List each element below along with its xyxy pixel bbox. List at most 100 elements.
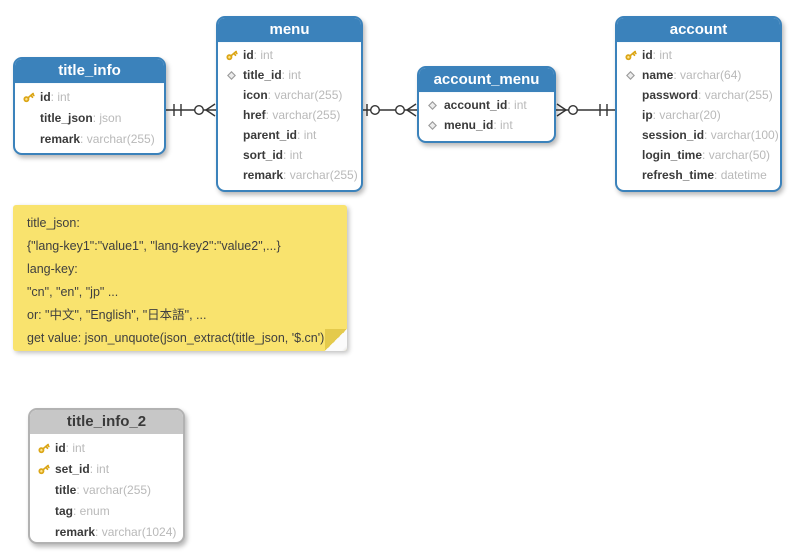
field-type: enum [73, 504, 110, 518]
field-name: remark [40, 131, 81, 146]
note-fold-corner [325, 329, 347, 351]
field-type: int [653, 48, 672, 62]
primary-key-icon [35, 441, 52, 455]
field-name: tag [55, 503, 73, 518]
field-row-id[interactable]: idint [30, 437, 183, 458]
field-type: varchar(64) [673, 68, 741, 82]
field-row-id[interactable]: idint [617, 45, 780, 65]
field-row-tag[interactable]: tagenum [30, 500, 183, 521]
sticky-note[interactable]: title_json: {"lang-key1":"value1", "lang… [13, 205, 347, 351]
field-row-password[interactable]: passwordvarchar(255) [617, 85, 780, 105]
field-row-icon[interactable]: iconvarchar(255) [218, 85, 361, 105]
field-name: id [642, 48, 653, 62]
table-title: menu [269, 21, 310, 38]
field-row-title_id[interactable]: title_idint [218, 65, 361, 85]
note-line: {"lang-key1":"value1", "lang-key2":"valu… [27, 239, 281, 253]
field-name: set_id [55, 461, 90, 476]
table-title_info[interactable]: title_infoidinttitle_jsonjsonremarkvarch… [13, 57, 166, 155]
table-title_info_2-header[interactable]: title_info_2 [30, 410, 183, 435]
field-row-id[interactable]: idint [15, 86, 164, 107]
table-account_menu-header[interactable]: account_menu [419, 68, 554, 93]
field-type: datetime [714, 168, 767, 182]
field-type: varchar(50) [702, 148, 770, 162]
field-row-title[interactable]: titlevarchar(255) [30, 479, 183, 500]
field-row-menu_id[interactable]: menu_idint [419, 115, 554, 135]
table-title_info_2[interactable]: title_info_2idintset_idinttitlevarchar(2… [28, 408, 185, 544]
field-type: json [93, 111, 121, 125]
field-name: title [55, 482, 77, 497]
field-type: varchar(1024) [95, 525, 177, 539]
field-type: int [297, 128, 317, 142]
table-title: title_info [58, 62, 121, 79]
table-menu-header[interactable]: menu [218, 18, 361, 43]
field-row-remark[interactable]: remarkvarchar(1024) [30, 521, 183, 542]
field-name: title_json [40, 110, 93, 125]
field-row-title_json[interactable]: title_jsonjson [15, 107, 164, 128]
field-type: varchar(255) [283, 168, 358, 182]
field-name: id [40, 89, 51, 104]
primary-key-icon [223, 48, 240, 62]
field-name: session_id [642, 128, 705, 142]
field-name: remark [243, 168, 284, 182]
field-type: varchar(20) [653, 108, 720, 122]
nullable-column-icon [223, 70, 240, 81]
field-row-name[interactable]: namevarchar(64) [617, 65, 780, 85]
field-name: sort_id [243, 148, 284, 162]
field-type: varchar(255) [698, 88, 773, 102]
field-row-session_id[interactable]: session_idvarchar(100) [617, 125, 780, 145]
field-row-account_id[interactable]: account_idint [419, 95, 554, 115]
field-name: password [642, 88, 699, 102]
field-type: int [51, 90, 70, 104]
field-row-remark[interactable]: remarkvarchar(255) [218, 165, 361, 185]
field-name: account_id [444, 98, 508, 112]
field-name: id [243, 48, 254, 62]
field-row-set_id[interactable]: set_idint [30, 458, 183, 479]
note-line: get value: json_unquote(json_extract(tit… [27, 331, 325, 345]
note-line: title_json: [27, 216, 80, 230]
field-type: varchar(255) [266, 108, 340, 122]
field-type: varchar(255) [76, 483, 151, 497]
table-title_info-body: idinttitle_jsonjsonremarkvarchar(255) [15, 84, 164, 149]
table-title: title_info_2 [66, 413, 147, 430]
connector-title_info-menu[interactable] [166, 103, 216, 117]
field-name: login_time [642, 148, 703, 162]
nullable-column-icon [424, 100, 441, 111]
field-row-ip[interactable]: ipvarchar(20) [617, 105, 780, 125]
field-row-sort_id[interactable]: sort_idint [218, 145, 361, 165]
table-account[interactable]: accountidintnamevarchar(64)passwordvarch… [615, 16, 782, 192]
field-row-refresh_time[interactable]: refresh_timedatetime [617, 165, 780, 185]
nullable-column-icon [424, 120, 441, 131]
field-type: int [493, 118, 513, 132]
primary-key-icon [20, 90, 37, 104]
primary-key-icon [35, 462, 52, 476]
field-name: id [55, 440, 66, 455]
field-row-login_time[interactable]: login_timevarchar(50) [617, 145, 780, 165]
table-menu-body: idinttitle_idinticonvarchar(255)hrefvarc… [218, 43, 361, 185]
field-name: href [243, 108, 266, 122]
field-type: int [283, 148, 303, 162]
field-row-remark[interactable]: remarkvarchar(255) [15, 128, 164, 149]
field-type: int [66, 441, 85, 455]
field-row-id[interactable]: idint [218, 45, 361, 65]
connector-menu-account_menu[interactable] [363, 103, 417, 117]
table-account-header[interactable]: account [617, 18, 780, 43]
field-name: name [642, 68, 674, 82]
table-title: account [669, 21, 728, 38]
field-type: varchar(255) [80, 132, 155, 146]
field-row-parent_id[interactable]: parent_idint [218, 125, 361, 145]
table-menu[interactable]: menuidinttitle_idinticonvarchar(255)href… [216, 16, 363, 192]
field-type: varchar(255) [268, 88, 342, 102]
field-row-href[interactable]: hrefvarchar(255) [218, 105, 361, 125]
field-type: int [254, 48, 273, 62]
table-account-body: idintnamevarchar(64)passwordvarchar(255)… [617, 43, 780, 185]
field-type: varchar(100) [704, 128, 779, 142]
table-title_info-header[interactable]: title_info [15, 59, 164, 84]
nullable-column-icon [622, 70, 639, 81]
field-name: refresh_time [642, 168, 715, 182]
table-title: account_menu [433, 71, 540, 88]
field-type: int [90, 462, 109, 476]
connector-account_menu-account[interactable] [556, 103, 615, 117]
